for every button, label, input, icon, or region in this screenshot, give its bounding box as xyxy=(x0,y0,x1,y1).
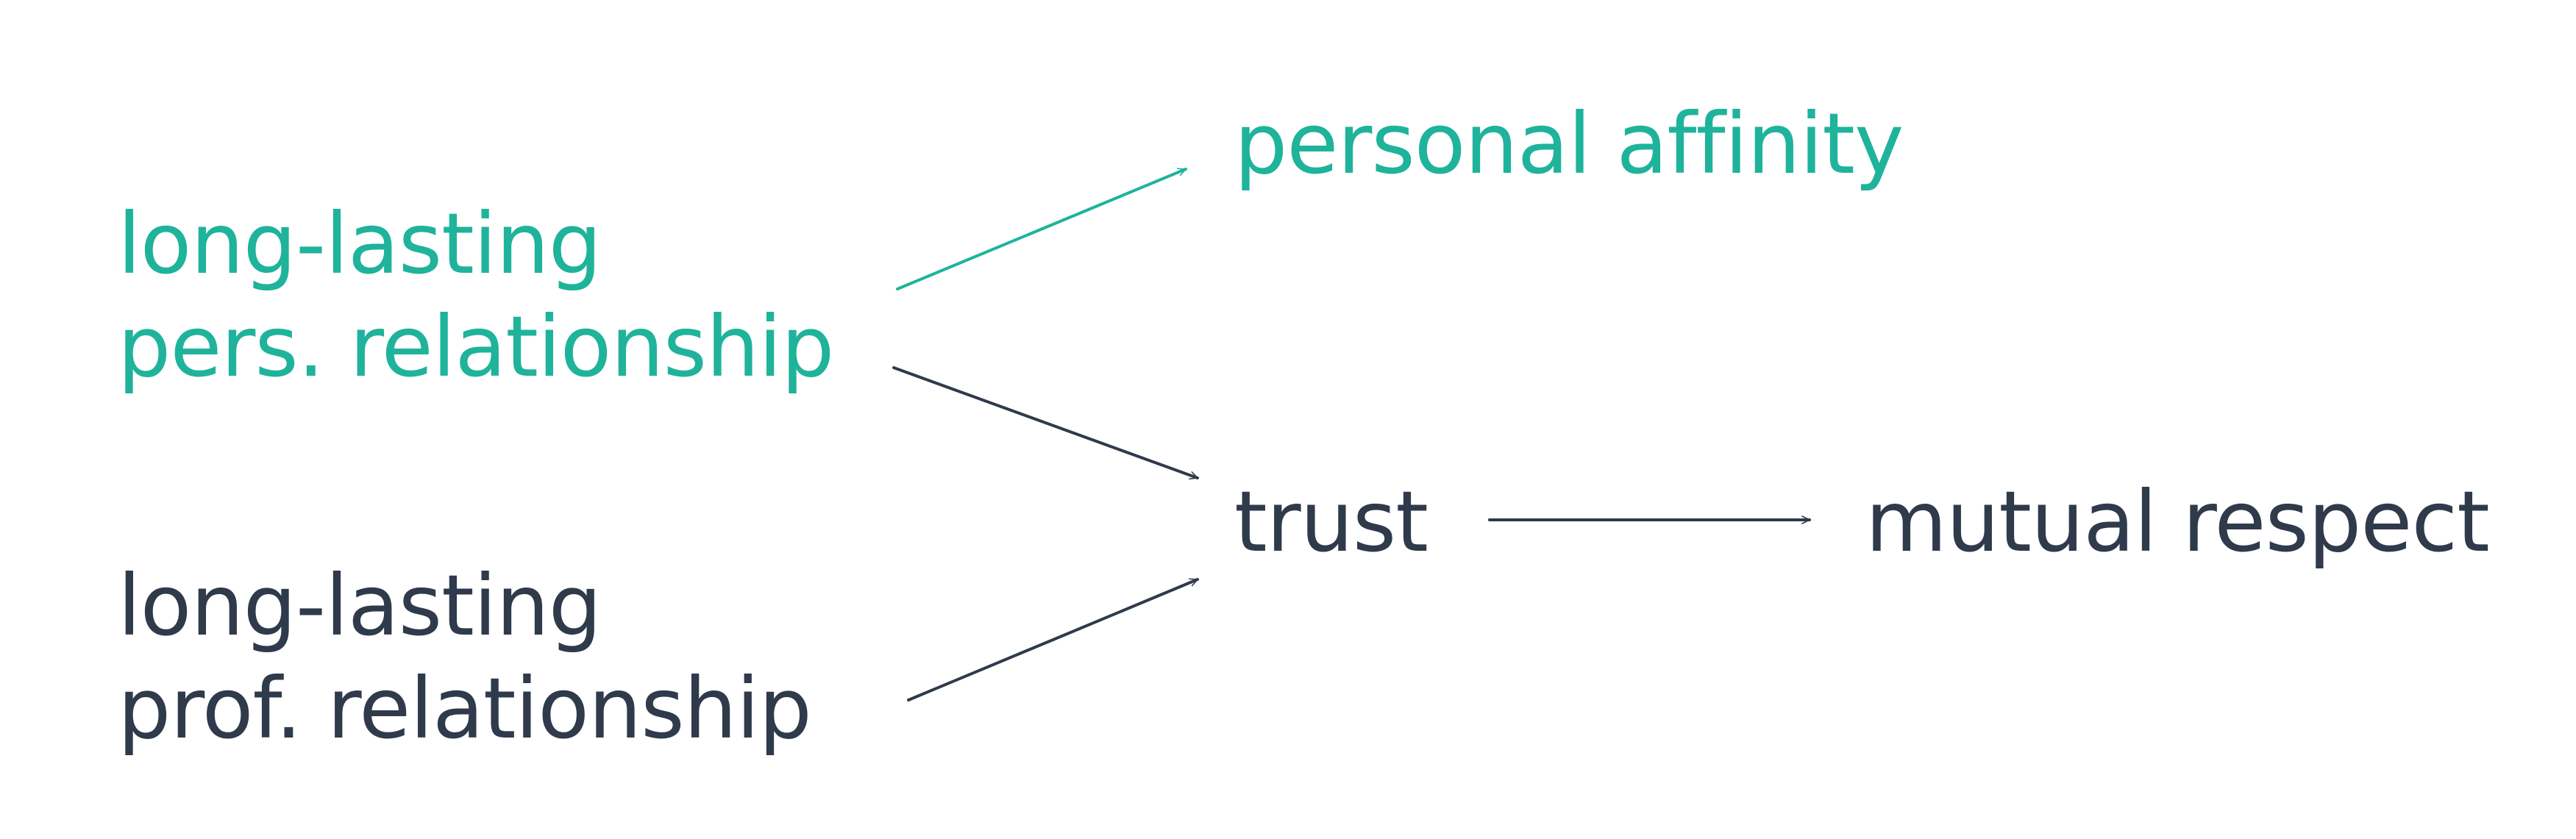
node-personal-relationship: long-lasting pers. relationship xyxy=(118,193,834,399)
node-professional-relationship-line-1: long-lasting xyxy=(118,557,602,654)
node-professional-relationship-line-2: prof. relationship xyxy=(118,660,812,757)
node-personal-affinity-line-1: personal affinity xyxy=(1234,95,1904,193)
node-personal-relationship-line-1: long-lasting xyxy=(118,195,602,293)
node-mutual-respect: mutual respect xyxy=(1865,471,2490,574)
node-trust-line-1: trust xyxy=(1234,473,1428,571)
arrow-pers-relationship-to-trust xyxy=(892,366,1199,480)
node-personal-relationship-line-2: pers. relationship xyxy=(118,298,834,396)
arrow-pers-relationship-to-personal-affinity xyxy=(897,169,1186,289)
node-mutual-respect-line-1: mutual respect xyxy=(1865,473,2490,571)
node-professional-relationship: long-lasting prof. relationship xyxy=(118,554,812,760)
node-personal-affinity: personal affinity xyxy=(1234,93,1904,196)
arrow-prof-relationship-to-trust xyxy=(907,578,1199,701)
node-trust: trust xyxy=(1234,471,1428,574)
